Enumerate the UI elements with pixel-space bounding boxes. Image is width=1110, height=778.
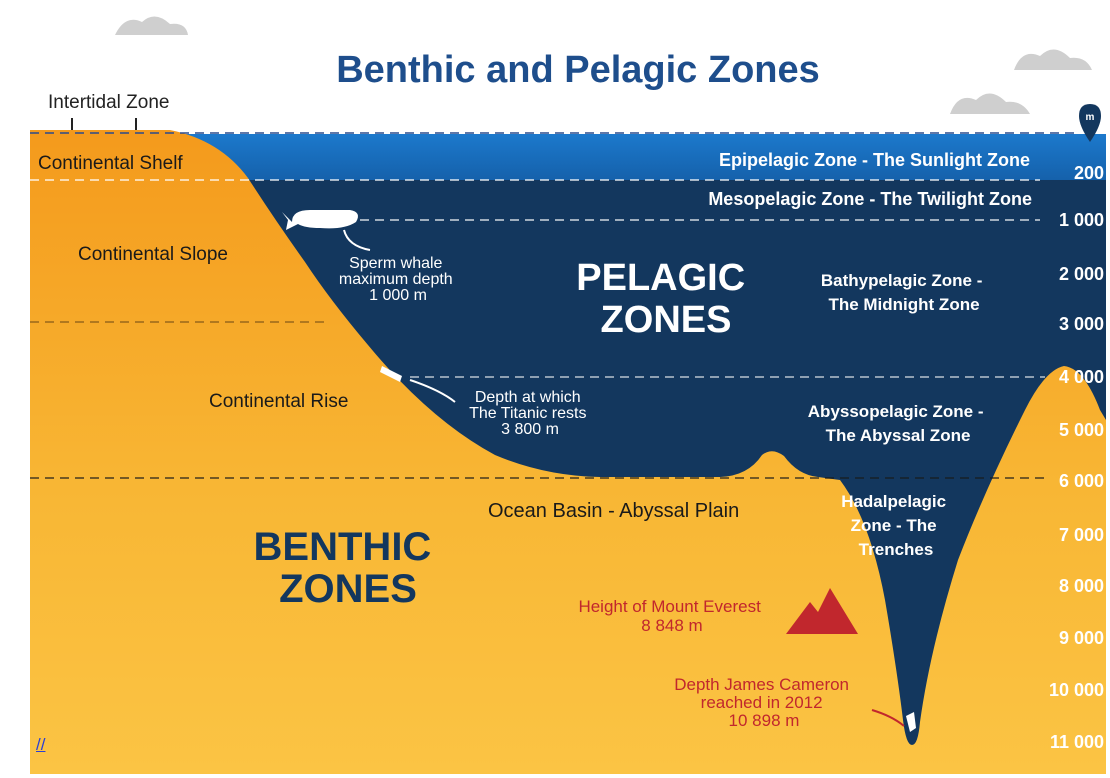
sperm-whale-icon xyxy=(282,210,358,230)
submersible-icon xyxy=(906,712,916,732)
continental-slope-label: Continental Slope xyxy=(78,244,228,265)
zones-word: ZONES xyxy=(601,299,732,341)
depth-tick-label: 8 000 xyxy=(1059,576,1104,596)
cameron-note-line-2: reached in 2012 xyxy=(701,693,823,712)
titanic-icon xyxy=(380,366,402,382)
intertidal-bracket xyxy=(71,118,137,132)
whale-note-line-1: Sperm whale xyxy=(349,255,442,272)
everest-note-line-1: Height of Mount Everest xyxy=(578,597,761,616)
titanic-pointer xyxy=(409,379,456,403)
titanic-note-line-1: Depth at which xyxy=(475,389,581,406)
depth-tick-label: 3 000 xyxy=(1059,314,1104,334)
depth-tick-label: 6 000 xyxy=(1059,471,1104,491)
hadalpelagic-line-2: Zone - The xyxy=(851,516,937,535)
hadalpelagic-line-1: Hadalpelagic xyxy=(841,492,946,511)
depth-guidelines xyxy=(30,132,1075,479)
whale-note-line-3: 1 000 m xyxy=(369,287,427,304)
cloud-icon xyxy=(115,16,188,35)
pelagic-word: PELAGIC xyxy=(576,257,745,299)
titanic-note-line-2: The Titanic rests xyxy=(469,405,586,422)
depth-tick-label: 4 000 xyxy=(1059,367,1104,387)
hadalpelagic-line-3: Trenches xyxy=(859,540,934,559)
intertidal-zone-label: Intertidal Zone xyxy=(48,92,169,113)
abyssal-plain-label: Ocean Basin - Abyssal Plain xyxy=(488,500,739,522)
zones-word: ZONES xyxy=(279,567,417,611)
titanic-note: Depth at which The Titanic rests 3 800 m xyxy=(469,389,591,438)
depth-tick-label: 7 000 xyxy=(1059,525,1104,545)
cameron-note: Depth James Cameron reached in 2012 10 8… xyxy=(674,675,854,730)
mountain-icon xyxy=(786,588,858,634)
source-link[interactable]: // xyxy=(36,735,46,754)
abyssopelagic-label: Abyssopelagic Zone - The Abyssal Zone xyxy=(808,402,988,445)
whale-pointer xyxy=(343,229,371,251)
depth-tick-label: 2 000 xyxy=(1059,264,1104,284)
titanic-note-line-3: 3 800 m xyxy=(501,421,559,438)
mesopelagic-label: Mesopelagic Zone - The Twilight Zone xyxy=(708,189,1032,209)
depth-tick-label: 1 000 xyxy=(1059,210,1104,230)
hadalpelagic-label: Hadalpelagic Zone - The Trenches xyxy=(841,492,951,559)
bathypelagic-line-2: The Midnight Zone xyxy=(828,295,979,314)
abyssopelagic-line-2: The Abyssal Zone xyxy=(826,426,971,445)
sperm-whale-note: Sperm whale maximum depth 1 000 m xyxy=(339,255,457,304)
depth-unit-label: m xyxy=(1086,112,1095,123)
bathypelagic-line-1: Bathypelagic Zone - xyxy=(821,271,983,290)
benthic-word: BENTHIC xyxy=(254,525,432,569)
abyssopelagic-line-1: Abyssopelagic Zone - xyxy=(808,402,984,421)
depth-tick-label: 9 000 xyxy=(1059,628,1104,648)
continental-rise-label: Continental Rise xyxy=(209,391,348,412)
bathypelagic-label: Bathypelagic Zone - The Midnight Zone xyxy=(821,271,987,314)
benthic-zones-title: BENTHIC ZONES xyxy=(254,525,443,611)
whale-note-line-2: maximum depth xyxy=(339,271,453,288)
cloud-icon xyxy=(1014,49,1092,70)
depth-scale: 200 1 000 2 000 3 000 4 000 5 000 6 000 7 000 8 … xyxy=(1049,163,1104,752)
depth-tick-label: 11 000 xyxy=(1050,732,1104,752)
everest-note-line-2: 8 848 m xyxy=(641,616,702,635)
depth-tick-label: 10 000 xyxy=(1049,680,1104,700)
cameron-pointer xyxy=(871,709,905,727)
page-title: Benthic and Pelagic Zones xyxy=(336,49,820,91)
cloud-icon xyxy=(950,93,1030,114)
depth-marker-icon: m xyxy=(1079,104,1101,142)
cameron-note-line-3: 10 898 m xyxy=(729,711,800,730)
pelagic-zones-title: PELAGIC ZONES xyxy=(576,257,755,341)
continental-shelf-label: Continental Shelf xyxy=(38,153,183,174)
cameron-note-line-1: Depth James Cameron xyxy=(674,675,849,694)
depth-tick-label: 200 xyxy=(1074,163,1104,183)
depth-tick-label: 5 000 xyxy=(1059,420,1104,440)
epipelagic-label: Epipelagic Zone - The Sunlight Zone xyxy=(719,150,1030,170)
everest-note: Height of Mount Everest 8 848 m xyxy=(578,597,765,635)
